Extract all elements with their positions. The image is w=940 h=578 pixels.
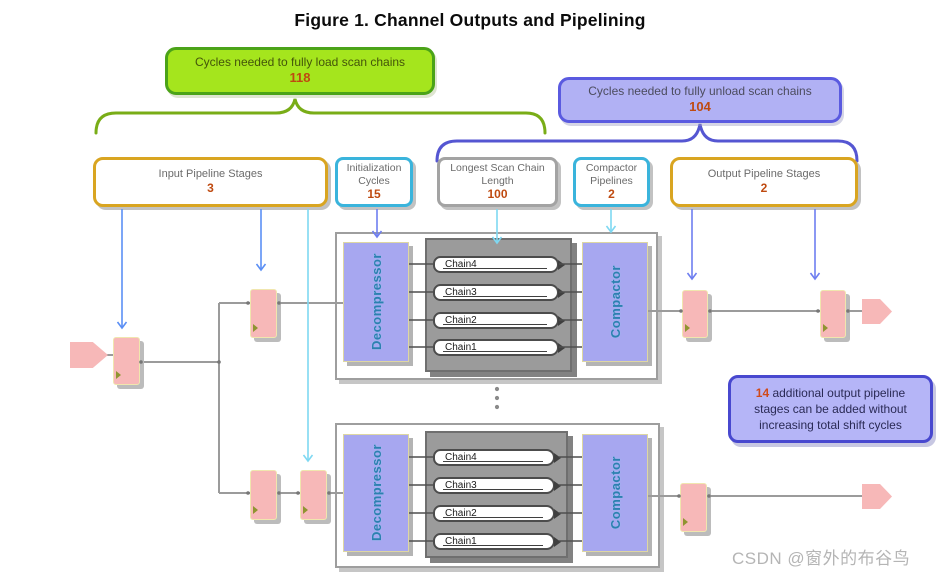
input-register-1 bbox=[113, 337, 140, 385]
input-register-2-bottom bbox=[250, 470, 277, 520]
compactor-pipelines-box: Compactor Pipelines 2 bbox=[573, 157, 650, 207]
chain-bottom-2: Chain2 bbox=[433, 505, 561, 522]
input-pipeline-stages-label: Input Pipeline Stages bbox=[158, 168, 263, 181]
output-pipeline-note-value: 14 bbox=[755, 385, 770, 400]
clock-icon bbox=[823, 324, 828, 332]
input-register-2-top bbox=[250, 289, 277, 338]
load-brace bbox=[94, 98, 547, 135]
input-pipeline-stages-box: Input Pipeline Stages 3 bbox=[93, 157, 328, 207]
initialization-cycles-value: 15 bbox=[367, 187, 381, 202]
chain-bottom-4: Chain4 bbox=[433, 449, 561, 466]
longest-scan-chain-label: Longest Scan Chain Length bbox=[450, 162, 545, 187]
chain-bottom-3: Chain3 bbox=[433, 477, 561, 494]
unload-cycles-callout: Cycles needed to fully unload scan chain… bbox=[558, 77, 842, 123]
decompressor-top: Decompressor bbox=[343, 242, 409, 362]
clock-icon bbox=[685, 324, 690, 332]
clock-icon bbox=[253, 506, 258, 514]
initialization-cycles-label: Initialization Cycles bbox=[346, 162, 402, 187]
chain-top-4: Chain4 bbox=[433, 256, 565, 273]
longest-scan-chain-value: 100 bbox=[487, 187, 508, 202]
decompressor-bottom: Decompressor bbox=[343, 434, 409, 552]
output-pipeline-stages-value: 2 bbox=[760, 181, 768, 196]
compactor-bottom: Compactor bbox=[582, 434, 648, 552]
output-pipeline-stages-label: Output Pipeline Stages bbox=[707, 168, 821, 181]
output-channel-port-bottom-icon bbox=[862, 484, 892, 509]
output-register-bottom bbox=[680, 483, 707, 532]
watermark: CSDN @窗外的布谷鸟 bbox=[732, 549, 911, 568]
load-cycles-callout: Cycles needed to fully load scan chains … bbox=[165, 47, 435, 95]
initialization-cycles-box: Initialization Cycles 15 bbox=[335, 157, 413, 207]
unload-cycles-label: Cycles needed to fully unload scan chain… bbox=[588, 84, 812, 99]
chain-top-3: Chain3 bbox=[433, 284, 565, 301]
unload-cycles-value: 104 bbox=[689, 99, 711, 115]
unload-brace bbox=[435, 123, 859, 163]
input-register-3-bottom bbox=[300, 470, 327, 520]
compactor-bottom-label: Compactor bbox=[607, 456, 623, 530]
clock-icon bbox=[683, 518, 688, 526]
output-pipeline-stages-box: Output Pipeline Stages 2 bbox=[670, 157, 858, 207]
output-register-1-top bbox=[682, 290, 708, 338]
figure-title: Figure 1. Channel Outputs and Pipelining bbox=[294, 10, 646, 30]
longest-scan-chain-box: Longest Scan Chain Length 100 bbox=[437, 157, 558, 207]
compactor-top: Compactor bbox=[582, 242, 648, 362]
clock-icon bbox=[253, 324, 258, 332]
compactor-top-label: Compactor bbox=[607, 265, 623, 339]
chain-bottom-1: Chain1 bbox=[433, 533, 561, 550]
load-cycles-value: 118 bbox=[289, 70, 311, 86]
decompressor-bottom-label: Decompressor bbox=[368, 444, 384, 542]
clock-icon bbox=[116, 371, 121, 379]
load-cycles-label: Cycles needed to fully load scan chains bbox=[194, 55, 406, 70]
more-blocks-ellipsis-icon bbox=[494, 386, 500, 410]
compactor-pipelines-value: 2 bbox=[608, 187, 615, 202]
input-channel-port-icon bbox=[70, 342, 108, 368]
input-pipeline-stages-value: 3 bbox=[207, 181, 214, 196]
output-pipeline-note-text: 14 additional output pipeline stages can… bbox=[754, 385, 907, 433]
decompressor-top-label: Decompressor bbox=[368, 253, 384, 351]
output-register-2-top bbox=[820, 290, 846, 338]
chain-top-2: Chain2 bbox=[433, 312, 565, 329]
clock-icon bbox=[303, 506, 308, 514]
compactor-pipelines-label: Compactor Pipelines bbox=[585, 162, 638, 187]
output-channel-port-top-icon bbox=[862, 299, 892, 324]
chain-top-1: Chain1 bbox=[433, 339, 565, 356]
output-pipeline-note: 14 additional output pipeline stages can… bbox=[728, 375, 933, 443]
